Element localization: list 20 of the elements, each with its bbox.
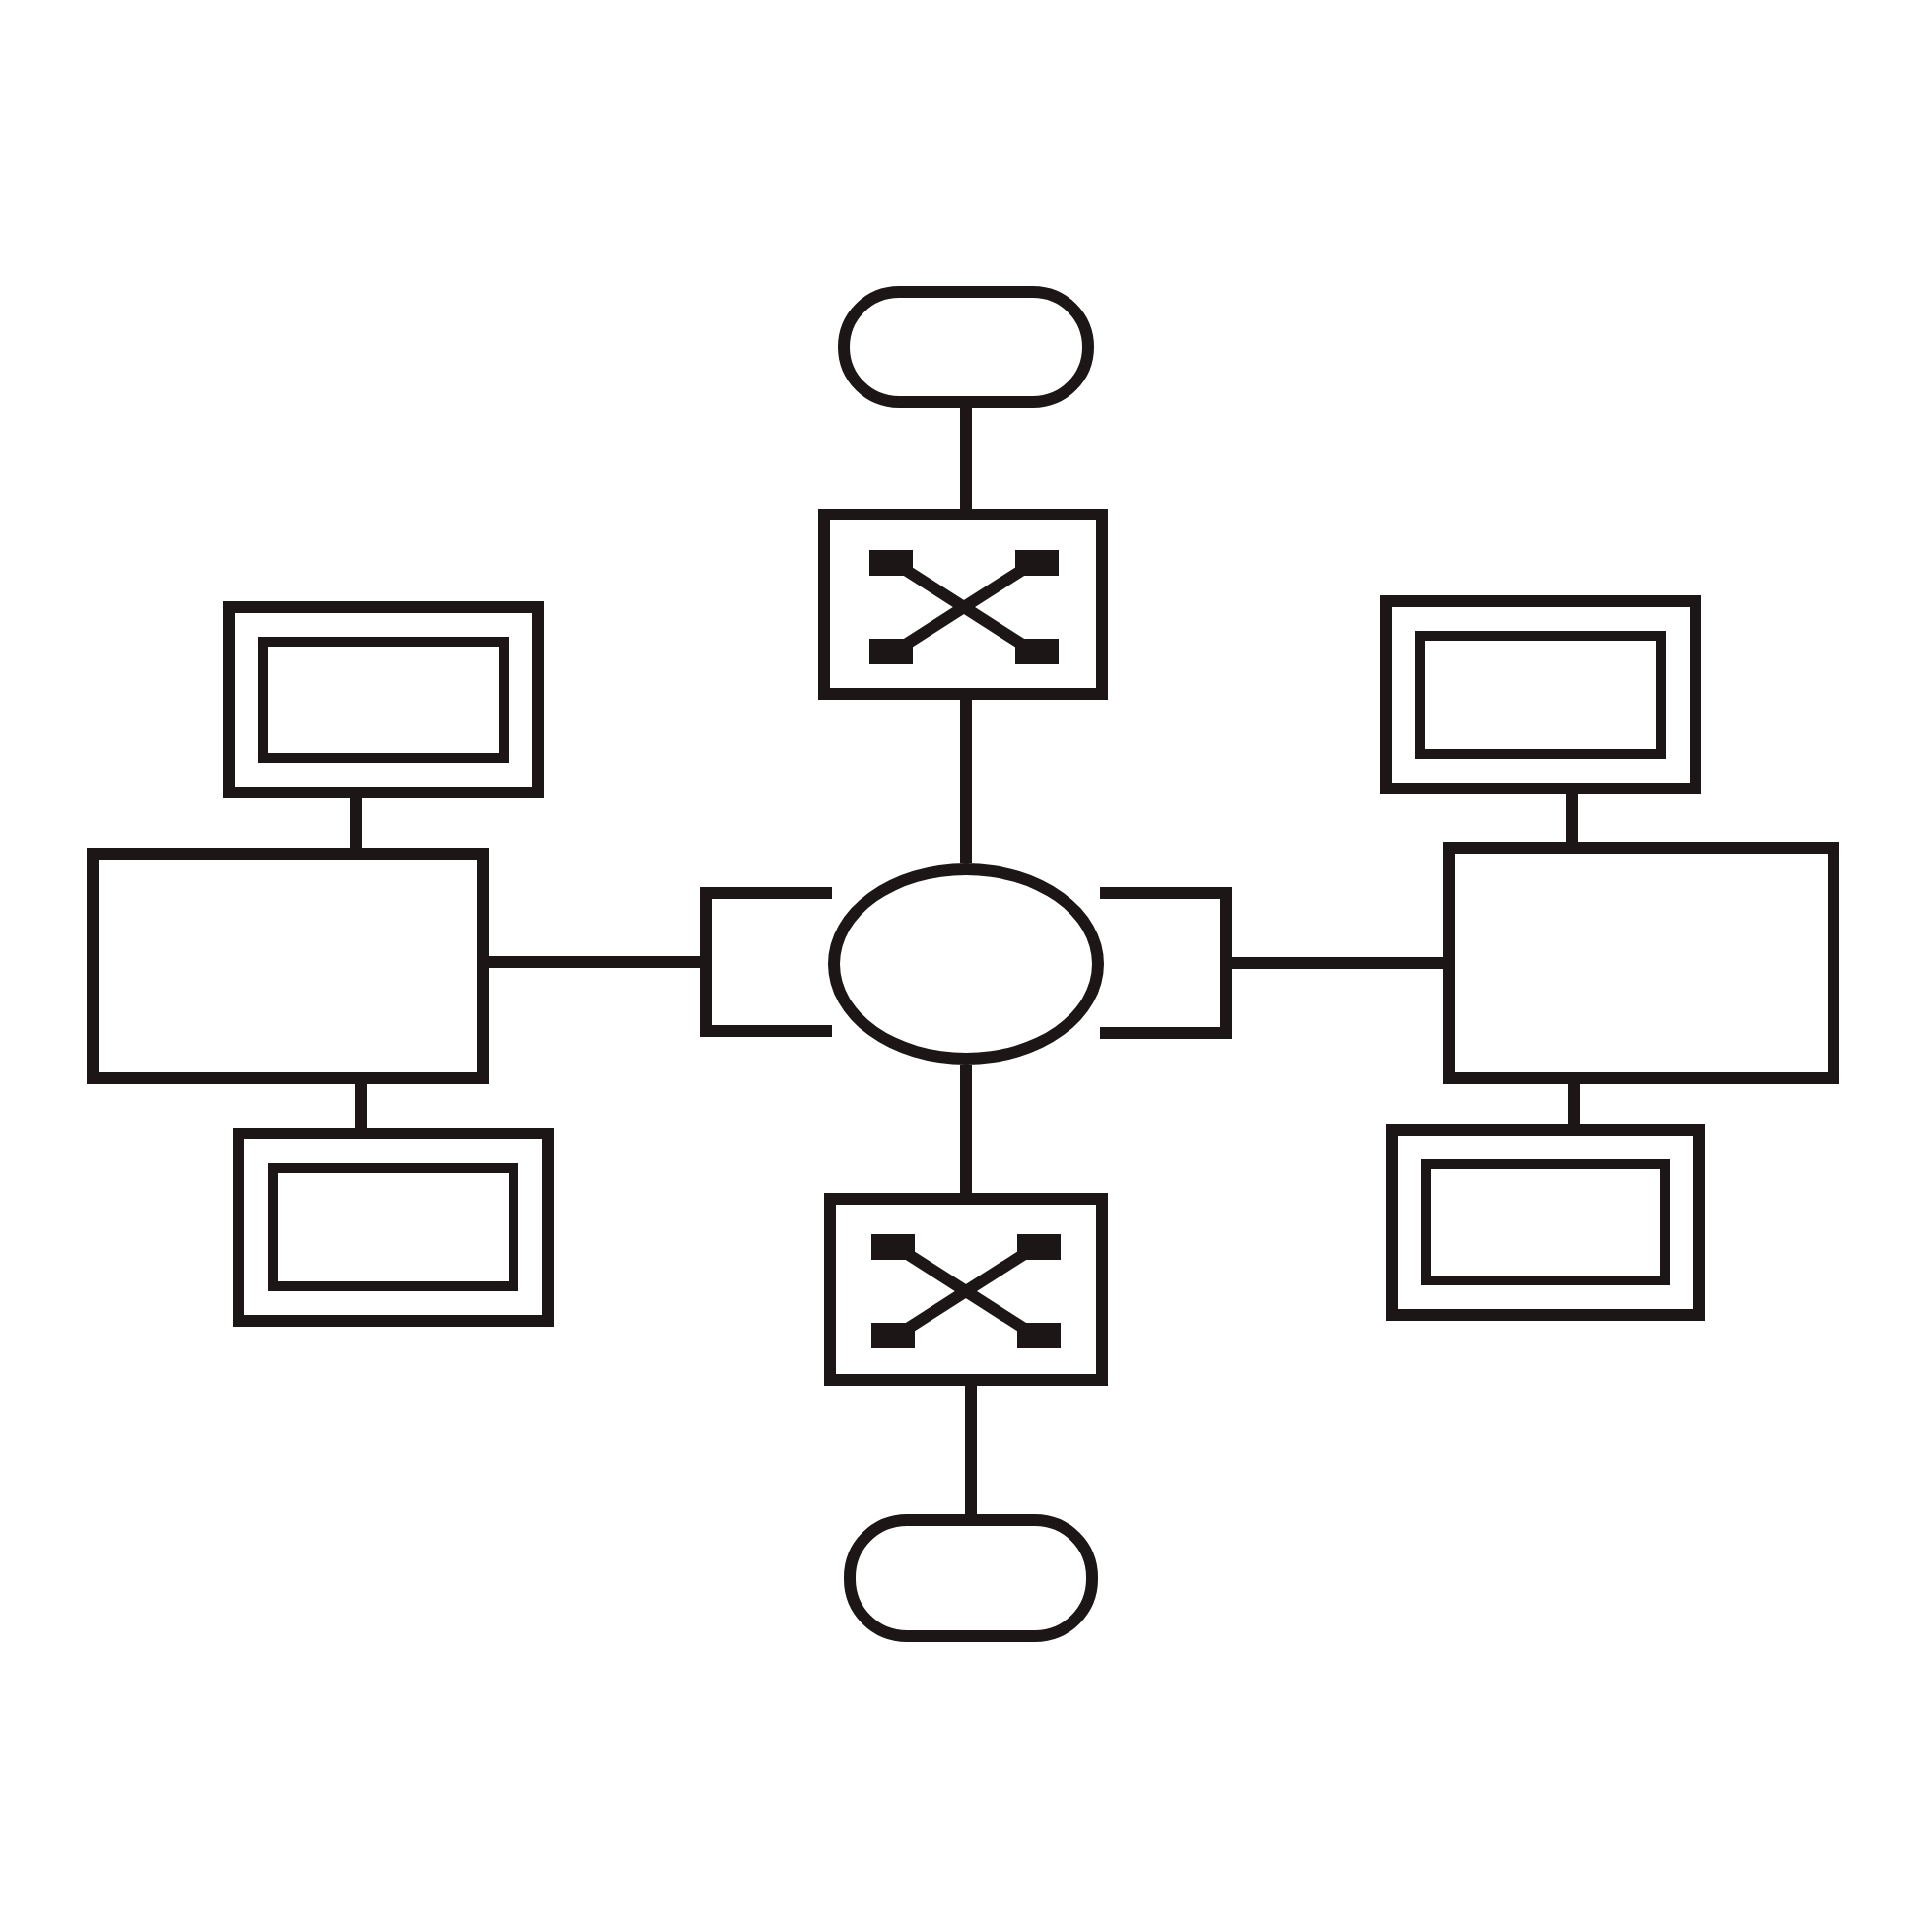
switch-box	[824, 1193, 1108, 1386]
side-box	[700, 887, 832, 1037]
window-box	[233, 1128, 554, 1327]
connector-line	[965, 1386, 977, 1514]
connector-line	[960, 408, 972, 509]
connector-line	[1568, 1084, 1580, 1124]
process-box	[87, 848, 489, 1084]
process-box	[1443, 842, 1839, 1084]
connector-line	[960, 1065, 972, 1193]
connector-line	[960, 700, 972, 863]
window-box	[1380, 595, 1701, 794]
connector-line	[1566, 794, 1578, 842]
window-box	[1386, 1124, 1705, 1321]
connector-line	[1232, 957, 1443, 969]
switch-box	[818, 509, 1108, 700]
window-box	[223, 601, 544, 798]
connector-line	[355, 1084, 367, 1128]
connector-line	[489, 956, 700, 968]
side-box	[1100, 887, 1232, 1039]
connector-line	[350, 798, 362, 848]
